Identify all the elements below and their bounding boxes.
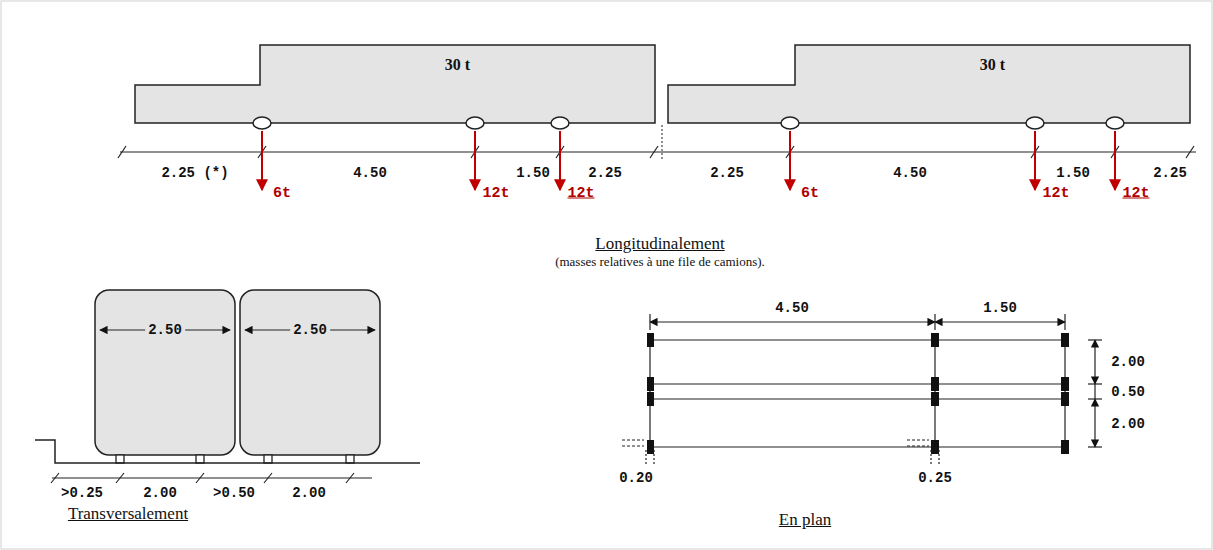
plan-wheels	[647, 333, 1069, 454]
load-value: 12t	[1042, 185, 1069, 202]
dimension: 1.50	[1056, 165, 1090, 181]
dimension: 2.25 (*)	[161, 165, 228, 181]
width-arrows	[100, 329, 375, 330]
dimension: 2.00	[1111, 416, 1145, 432]
truck-section	[240, 290, 380, 455]
dimension: 2.00	[292, 485, 326, 501]
dimension: 4.50	[353, 165, 387, 181]
dimension: 2.25	[1153, 165, 1187, 181]
separator	[662, 125, 663, 160]
load-arrows	[262, 131, 1115, 190]
dimension: 2.50	[290, 322, 330, 338]
dimension: 4.50	[775, 300, 809, 316]
load-value: 12t	[567, 185, 594, 202]
dimension: 0.20	[619, 470, 653, 486]
heading: En plan	[779, 510, 831, 530]
wheels	[116, 455, 354, 463]
heading: Transversalement	[68, 504, 188, 524]
truck-body	[135, 45, 655, 123]
load-value: 6t	[801, 185, 819, 202]
truck-label-area: 30 t	[262, 47, 653, 83]
load-value: 12t	[1122, 185, 1149, 202]
load-value: 6t	[273, 185, 291, 202]
dimension-line	[51, 473, 372, 483]
dimension: 0.50	[1111, 384, 1145, 400]
dimension: 1.50	[983, 300, 1017, 316]
dimension: 2.25	[710, 165, 744, 181]
dimension: 2.00	[143, 485, 177, 501]
curb-and-deck	[35, 440, 420, 463]
wheels	[253, 117, 1124, 129]
dimension: 2.50	[145, 322, 185, 338]
mass-label: 30 t	[980, 56, 1005, 74]
dimension: 1.50	[516, 165, 550, 181]
dimension: 2.00	[1111, 354, 1145, 370]
dimension: 4.50	[893, 165, 927, 181]
truck-section	[95, 290, 235, 455]
plan-lines	[650, 340, 1065, 447]
mass-label: 30 t	[445, 56, 470, 74]
heading: Longitudinalement	[595, 234, 724, 254]
truck-body	[668, 45, 1190, 123]
dimension: 2.25	[588, 165, 622, 181]
dimension: 0.25	[918, 470, 952, 486]
plan-dimensions	[622, 314, 1102, 466]
truck-label-area: 30 t	[797, 47, 1188, 83]
dimension: >0.25	[61, 485, 103, 501]
dimension: >0.50	[213, 485, 255, 501]
load-value: 12t	[482, 185, 509, 202]
note: (masses relatives à une file de camions)…	[555, 254, 765, 270]
